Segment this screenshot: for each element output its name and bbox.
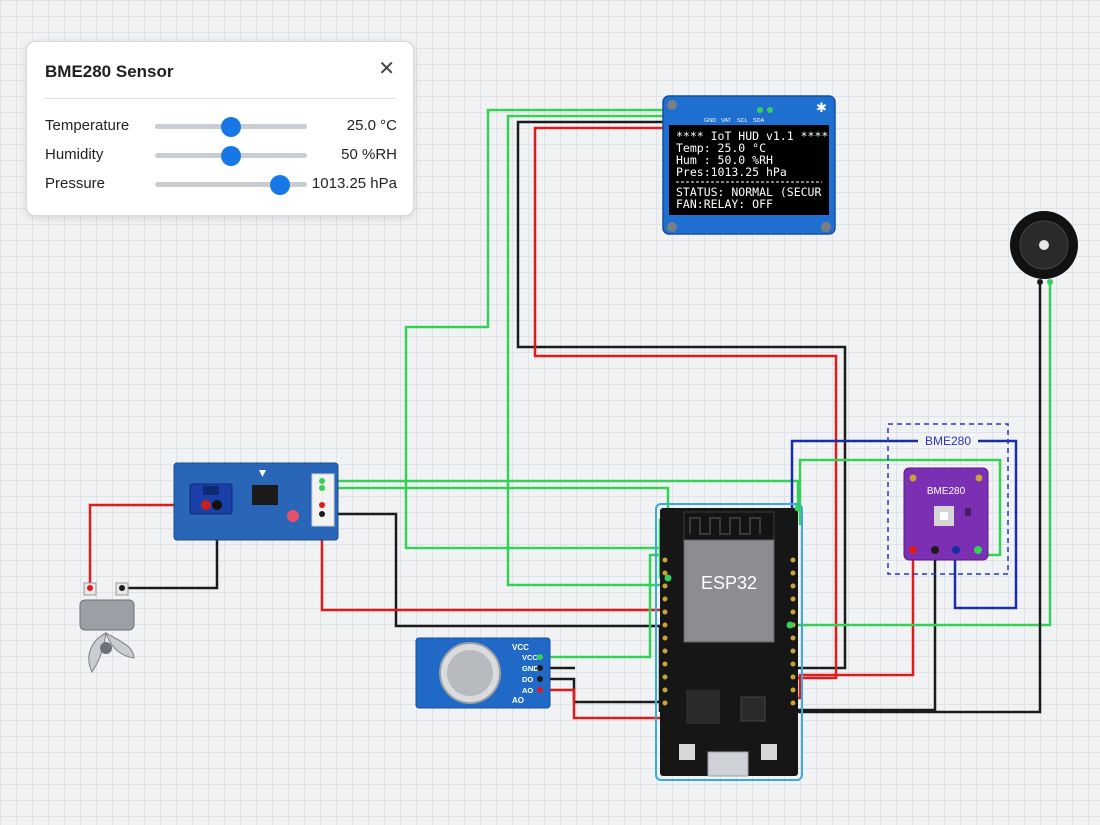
oled-line: **** IoT HUD v1.1 **** [676,129,828,143]
pressure-row: Pressure 1013.25 hPa [45,172,397,196]
humidity-value: 50 %RH [341,146,397,163]
gas-top-label: VCC [512,643,529,652]
oled-pin-label: SCL [737,118,748,124]
humidity-label: Humidity [45,146,104,163]
warning-icon [259,470,266,477]
wire[interactable] [540,688,668,720]
gas-bottom-label: AO [512,696,524,705]
bme280-sensor-panel: BME280 Sensor ✕ Temperature 25.0 °C Humi… [26,41,414,216]
esp32-board[interactable]: ESP32 [655,503,803,781]
wire[interactable] [790,439,1018,610]
wire[interactable] [533,126,838,680]
oled-pin-label: GND [704,118,716,124]
bme280-chip-label: BME280 [927,486,966,497]
wire[interactable] [88,503,206,588]
pressure-label: Pressure [45,175,106,192]
oled-pin-label: SDA [753,118,765,124]
esp32-label: ESP32 [701,573,757,593]
oled-screen [669,125,829,215]
oled-pin-label: VAT [721,118,732,124]
wire[interactable] [790,280,1042,714]
wire-endpoints [664,107,802,629]
wire[interactable] [322,486,670,578]
humidity-row: Humidity 50 %RH [45,143,397,167]
temperature-label: Temperature [45,117,130,134]
oled-line: Temp: 25.0 °C [676,141,766,155]
bme280-group-label: BME280 [925,434,971,448]
gas-pin-label: VCC [522,653,538,662]
sparkle-icon: ✱ [816,100,827,115]
oled-line: FAN:RELAY: OFF [676,197,773,211]
oled-line: Hum : 50.0 %RH [676,153,773,167]
humidity-slider[interactable] [155,146,307,166]
pressure-slider[interactable] [155,175,307,195]
temperature-slider[interactable] [155,117,307,137]
gas-sensor[interactable]: VCC VCC GND DO AO AO [415,637,551,709]
bme280-sensor[interactable]: BME280 BME280 [887,423,1009,575]
fan-motor[interactable] [79,582,135,674]
panel-title: BME280 Sensor [45,62,174,81]
panel-divider [45,98,395,99]
oled-line: STATUS: NORMAL (SECUR [676,185,821,199]
wire[interactable] [790,280,1052,627]
temperature-value: 25.0 °C [346,117,397,134]
pressure-slider-thumb[interactable] [269,175,290,195]
close-icon[interactable]: ✕ [378,58,395,80]
relay-module[interactable] [173,462,339,541]
pressure-value: 1013.25 hPa [311,175,397,192]
gas-pin-label: AO [522,686,533,695]
oled-display[interactable]: ✱ GND VAT SCL SDA **** IoT HUD v1.1 ****… [662,95,836,235]
gas-pin-label: DO [522,675,533,684]
wire[interactable] [540,553,668,659]
wire[interactable] [404,108,790,550]
wire[interactable] [798,458,1002,557]
humidity-slider-thumb[interactable] [221,146,241,166]
gas-pin-label: GND [522,664,539,673]
temperature-slider-thumb[interactable] [221,117,241,137]
oled-line: Pres:1013.25 hPa [676,165,787,179]
wire[interactable] [790,550,937,712]
temperature-row: Temperature 25.0 °C [45,114,397,138]
wire[interactable] [322,479,800,508]
buzzer[interactable] [1010,211,1078,285]
